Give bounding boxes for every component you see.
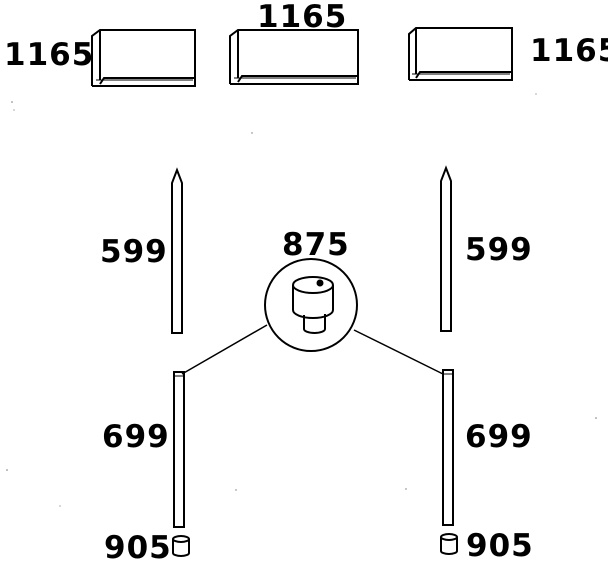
foot-right [440, 533, 458, 555]
shelf-left [91, 29, 196, 87]
lower-rod-left-label: 699 [102, 419, 170, 455]
shelf-center-label: 1165 [257, 0, 347, 35]
foot-left-label: 905 [104, 530, 172, 565]
upper-rod-right [440, 165, 452, 332]
shelf-left-label: 1165 [4, 37, 94, 73]
lower-rod-left [173, 371, 185, 528]
connector-leader-lines [181, 324, 444, 375]
connector-label: 875 [282, 227, 350, 263]
upper-rod-left [171, 167, 183, 334]
shelf-right-label: 1165 [530, 33, 608, 69]
shelf-center [229, 29, 359, 85]
scan-specks [6, 93, 597, 507]
foot-left [172, 535, 190, 557]
connector-detail [264, 258, 358, 352]
upper-rod-left-label: 599 [100, 234, 168, 270]
lower-rod-right [442, 369, 454, 526]
lower-rod-right-label: 699 [465, 419, 533, 455]
shelf-right [408, 27, 513, 81]
foot-right-label: 905 [466, 528, 534, 564]
upper-rod-right-label: 599 [465, 232, 533, 268]
